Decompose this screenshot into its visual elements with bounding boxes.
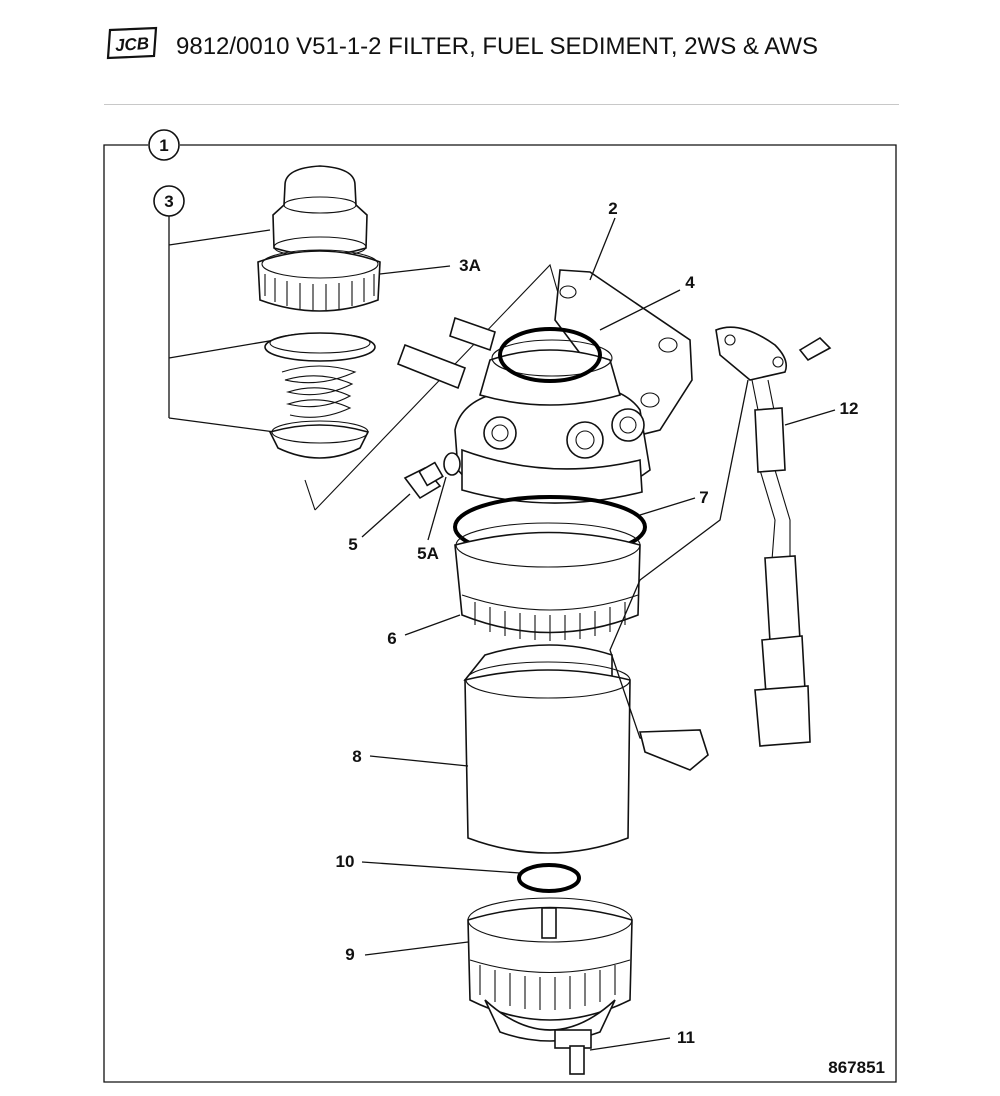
- svg-text:3: 3: [164, 192, 173, 211]
- part-5-bleed-screw: [403, 461, 444, 500]
- callout-12: 12: [840, 399, 859, 418]
- callout-6: 6: [387, 629, 396, 648]
- part-4-o-ring: [498, 327, 602, 383]
- svg-text:1: 1: [159, 136, 168, 155]
- callout-11: 11: [677, 1028, 695, 1047]
- diagram-frame: [103, 144, 897, 1083]
- page-title: 9812/0010 V51-1-2 FILTER, FUEL SEDIMENT,…: [176, 33, 819, 60]
- callout-3: 3: [153, 185, 276, 433]
- part-9-water-trap-bowl: [467, 897, 633, 1042]
- callout-5: 5: [348, 535, 357, 554]
- callout-5a: 5A: [417, 544, 439, 563]
- figure-number: 867851: [828, 1058, 885, 1077]
- jcb-logo-icon: JCB: [106, 26, 158, 60]
- callout-8: 8: [352, 747, 361, 766]
- part-11-drain-valve: [554, 1029, 592, 1075]
- part-3-bowl-assembly: [257, 165, 381, 459]
- part-5a-washer: [443, 452, 461, 476]
- filter-head: [396, 316, 651, 504]
- svg-text:JCB: JCB: [114, 34, 149, 55]
- callout-3a: 3A: [459, 256, 481, 275]
- callout-1: 1: [148, 129, 180, 161]
- callout-9: 9: [345, 945, 354, 964]
- part-2-mounting-bracket: [554, 269, 693, 441]
- callout-10: 10: [336, 852, 355, 871]
- header-divider: [104, 104, 899, 105]
- part-10-o-ring: [517, 863, 581, 893]
- callout-2: 2: [608, 199, 617, 218]
- part-12-wiring-harness: [609, 326, 832, 771]
- part-8-filter-element: [463, 644, 631, 854]
- callout-7: 7: [699, 488, 708, 507]
- callout-4: 4: [685, 273, 695, 292]
- part-6-collar: [454, 522, 641, 641]
